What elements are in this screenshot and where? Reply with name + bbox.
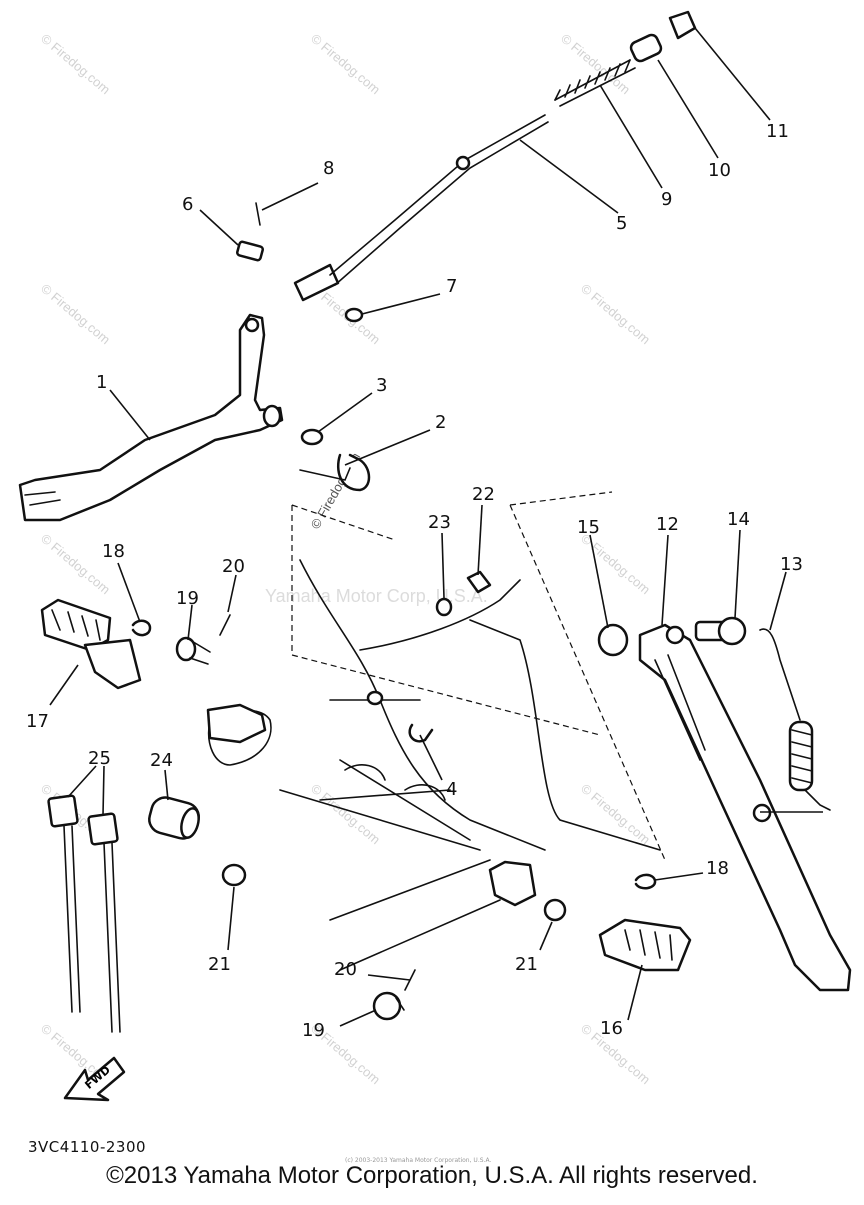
cable-tie-25a [47,794,81,1013]
callout-19-lower: 19 [302,1020,325,1041]
callout-20-upper: 20 [222,556,245,577]
callout-labels: 1 2 3 4 5 6 7 8 9 10 11 12 13 14 15 16 1… [26,121,803,1041]
callout-2: 2 [435,412,446,433]
side-stand [638,623,852,992]
callout-12: 12 [656,514,679,535]
callout-21-left: 21 [208,954,231,975]
watermark-center: Yamaha Motor Corp, U.S.A. [265,586,488,606]
callout-14: 14 [727,509,750,530]
callout-9: 9 [661,189,672,210]
diagram-code: 3VC4110-2300 [28,1138,147,1156]
bolt-22 [466,570,492,594]
spring-18b [634,873,657,890]
footrest-17 [40,598,142,690]
nut-15 [597,623,629,657]
callout-13: 13 [780,554,803,575]
pin-19a [175,636,211,665]
callout-25: 25 [88,748,111,769]
callout-11: 11 [766,121,789,142]
brake-rod [293,114,549,302]
tiny-copyright: (c) 2003-2013 Yamaha Motor Corporation, … [345,1157,492,1164]
leader-lines [49,27,823,1027]
callout-23: 23 [428,512,451,533]
cotter-pin-8 [255,202,261,226]
footrest-16 [598,918,692,972]
callout-8: 8 [323,158,334,179]
callout-20-lower: 20 [334,959,357,980]
watermark: © Firedog.com [308,31,383,97]
watermark: © Firedog.com [578,531,653,597]
callout-15: 15 [577,517,600,538]
washer-3 [300,428,324,446]
callout-6: 6 [182,194,193,215]
callout-22: 22 [472,484,495,505]
stand-spring-13 [752,628,831,823]
cable-tie-25b [87,812,121,1033]
callout-3: 3 [376,375,387,396]
clip-mount [366,690,384,706]
watermark: © Firedog.com [38,281,113,347]
washer-21a [221,863,247,887]
callout-18-right: 18 [706,858,729,879]
callout-21-right: 21 [515,954,538,975]
collar-10 [629,33,663,63]
callout-19-upper: 19 [176,588,199,609]
watermark: © Firedog.com [578,281,653,347]
brake-return-spring [299,453,371,492]
adjusting-nut-11 [668,10,697,40]
spring-18a [131,619,152,637]
watermark: © Firedog.com [308,781,383,847]
callout-7: 7 [446,276,457,297]
footrest-bracket-left [206,703,267,744]
nut-7 [344,307,364,323]
callout-5: 5 [616,213,627,234]
footrest-bracket [488,860,537,907]
copyright-notice: ©2013 Yamaha Motor Corporation, U.S.A. A… [106,1162,758,1189]
bolt-14 [694,616,747,646]
washer-21b [543,898,567,922]
callout-4: 4 [446,779,457,800]
pin-6 [236,240,264,262]
cotter-pin-20a [219,614,231,636]
frame-outline [208,491,666,971]
watermark: © Firedog.com [38,31,113,97]
brake-pedal [18,313,284,522]
washer-23 [435,597,453,617]
clip-4 [408,723,434,743]
callout-10: 10 [708,160,731,181]
compression-spring-9 [554,59,636,107]
bushing-24 [148,796,200,840]
callout-18-left: 18 [102,541,125,562]
callout-1: 1 [96,372,107,393]
watermark-layer: © Firedog.com © Firedog.com © Firedog.co… [38,31,653,1087]
callout-17: 17 [26,711,49,732]
callout-16: 16 [600,1018,623,1039]
pin-19b [372,991,405,1021]
callout-24: 24 [150,750,173,771]
